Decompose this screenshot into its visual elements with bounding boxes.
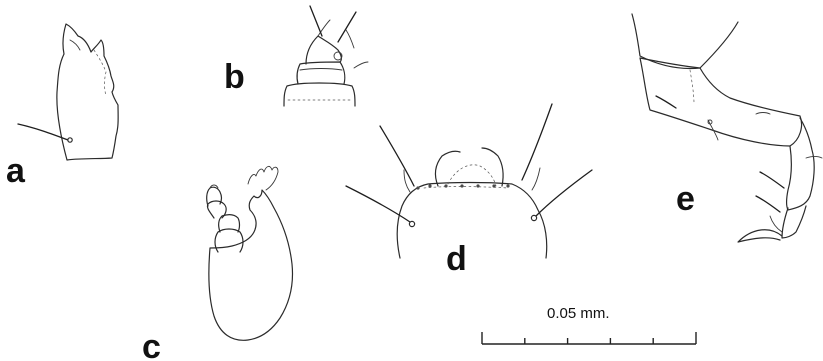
labrum-seta-right-lateral [535,169,593,217]
figure-label-c: c [142,328,161,361]
labrum-inner-right [481,147,504,187]
antenna-middle-band [299,68,343,71]
labrum-dot-5 [476,184,480,188]
labrum-socket-left [408,220,416,228]
labrum-small-seta-right [531,167,541,191]
antenna-seta-left [309,5,323,37]
antenna-seta-right [337,11,357,43]
mandible-seta [17,123,69,141]
labrum-seta-right-long [521,103,553,181]
figure-b-antenna: b [224,5,369,107]
labrum-seta-left-lateral [345,185,411,223]
leg-seta-socket [707,119,713,125]
maxilla-palp-apex [206,186,223,207]
leg-seta-tarsus [755,195,781,213]
antenna-apical-spine [317,19,331,37]
figure-label-b: b [224,58,245,96]
leg-femur-inner-seta [755,112,771,115]
maxilla-body-outline [208,189,294,341]
maxilla-palp-segment-2 [218,214,241,233]
scale-bar-label: 0.05 mm. [547,305,610,322]
leg-tibia-spur [805,156,823,159]
leg-seta-tibia-left [759,171,785,189]
labrum-dashed-curve [447,164,497,187]
figure-label-a: a [6,152,26,190]
mandible-dotted-margin [93,49,107,97]
mandible-inner-line [69,39,81,51]
antenna-base-segment [283,82,356,107]
leg-claw-tooth [769,215,783,233]
leg-femur-dashed [689,69,695,105]
figure-a-mandible: a [6,23,119,190]
antenna-apical-segment [305,35,342,65]
labrum-small-seta-left [403,169,411,193]
scale-bar: 0.05 mm. [481,305,697,345]
mandible-outline [56,23,119,161]
leg-tibia-outline [785,117,815,211]
mandible-seta-socket [67,137,73,143]
figure-d-labrum: d [345,103,593,278]
antenna-middle-segment [296,61,346,85]
maxilla-palp-segment-3 [206,200,227,219]
leg-claw [737,229,783,243]
leg-femur-outline [639,57,803,147]
labrum-seta-left-long [379,125,415,187]
maxilla-palp-tip [209,184,219,189]
figure-c-maxilla: c [142,165,294,361]
antenna-sensory-pit [333,51,343,61]
labrum-outline [396,181,548,259]
labrum-dot-6 [492,184,496,188]
maxilla-galea-teeth [247,165,279,191]
figure-label-d: d [446,240,467,278]
antenna-seta-small [345,29,355,49]
figure-label-e: e [676,180,695,218]
scale-bar-ticks [481,332,697,345]
labrum-socket-right [530,214,538,222]
leg-coxa-outline [631,13,739,70]
leg-seta-femur-left [655,95,677,109]
figure-e-leg: e [631,13,823,243]
leg-seta-femur-lower [707,119,719,141]
labrum-dot-7 [506,184,510,188]
antenna-seta-lower [353,61,369,69]
labrum-inner-left [434,150,461,187]
labrum-dot-4 [460,184,464,188]
leg-tarsus-outline [781,205,807,239]
maxilla-palp-base [214,228,244,253]
labrum-dot-2 [428,184,432,188]
labrum-dot-1 [416,186,420,190]
labrum-dot-3 [444,184,448,188]
